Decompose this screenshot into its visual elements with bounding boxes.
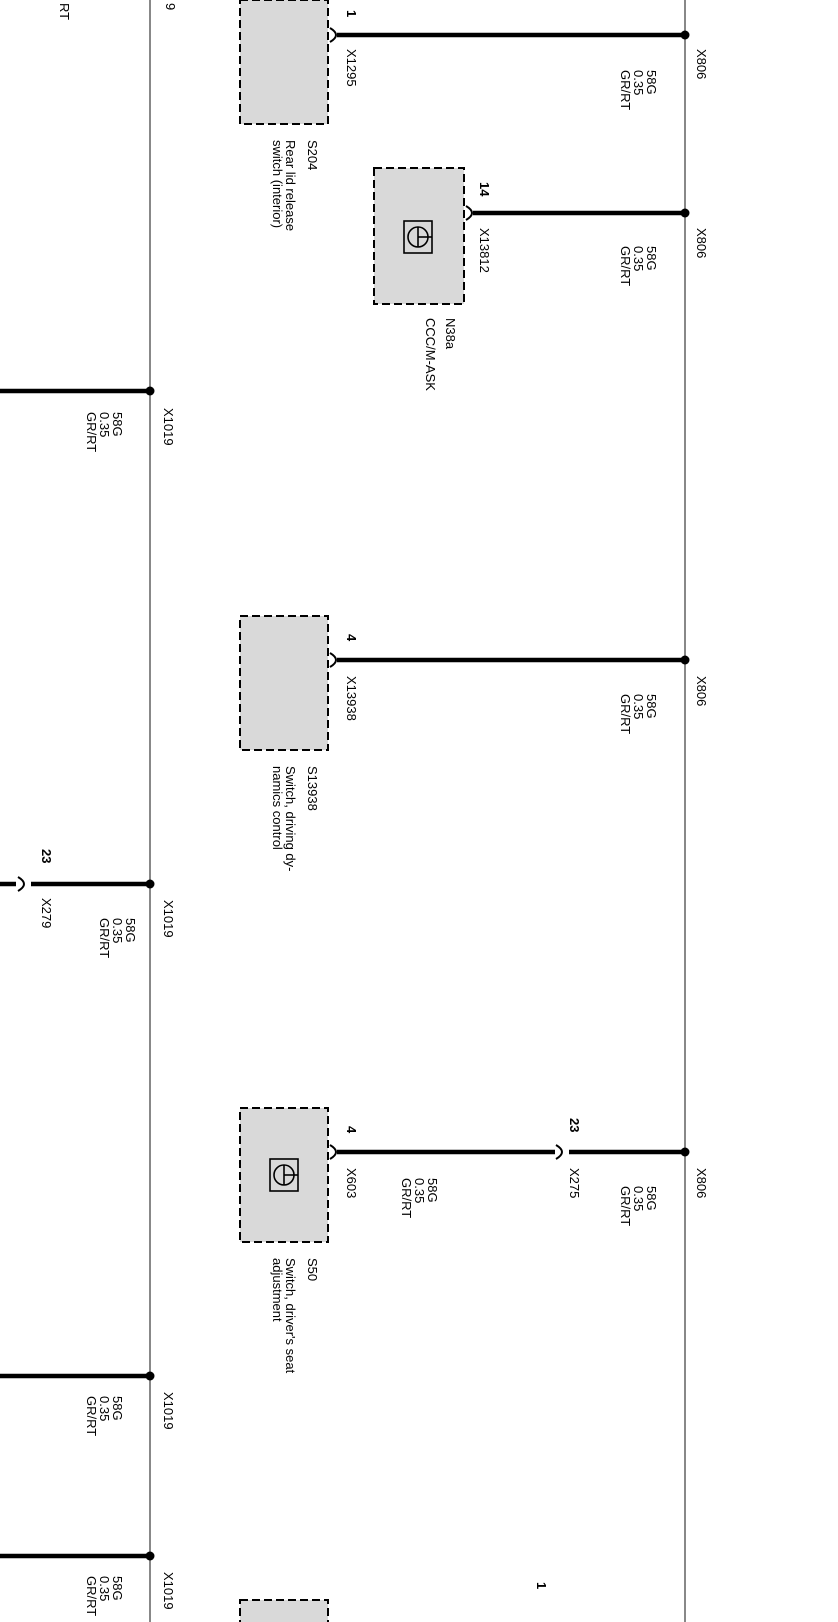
s50-wire-color-b: GR/RT	[618, 1186, 633, 1226]
left-branch-3-size: 0.35	[97, 1396, 112, 1421]
s204-group: 1 X1295 58G 0.35 GR/RT X806 S204 Rear li…	[239, 0, 709, 231]
s204-desc-line2: switch (interior)	[270, 140, 285, 228]
n38a-pin: 14	[477, 182, 492, 197]
left-branch-1-splice-label: X1019	[161, 408, 176, 446]
s50-wire-gauge-a: 58G	[425, 1178, 440, 1203]
n38a-connector-icon	[465, 205, 473, 221]
s50-splice-dot	[680, 1147, 690, 1157]
s204-connector-icon	[329, 27, 337, 43]
s13938-splice-dot	[680, 655, 690, 665]
x275-label: X275	[567, 1168, 582, 1198]
s13938-wire-color: GR/RT	[618, 694, 633, 734]
left-branch-1-size: 0.35	[97, 412, 112, 437]
n38a-wire-color: GR/RT	[618, 246, 633, 286]
s50-wire-size-b: 0.35	[631, 1186, 646, 1211]
s204-desc-line1: Rear lid release	[283, 140, 298, 231]
left-branch-1-gauge: 58G	[110, 412, 125, 437]
left-branch-2: 23 X279 X1019 58G 0.35 GR/RT	[0, 849, 176, 958]
x279-label: X279	[39, 898, 54, 928]
left-branch-2-splice-dot	[145, 879, 155, 889]
left-branch-3-gauge: 58G	[110, 1396, 125, 1421]
left-branch-1: X1019 58G 0.35 GR/RT	[0, 386, 176, 452]
n38a-splice-dot	[680, 208, 690, 218]
n38a-connector-label: X13812	[477, 228, 492, 273]
left-branch-2-color: GR/RT	[97, 918, 112, 958]
s204-wire-size: 0.35	[631, 70, 646, 95]
n38a-wire-size: 0.35	[631, 246, 646, 271]
left-branch-3-color: GR/RT	[84, 1396, 99, 1436]
left-branch-1-splice-dot	[145, 386, 155, 396]
s204-pin: 1	[344, 10, 359, 17]
x275-pin: 23	[567, 1118, 582, 1132]
s204-connector-label: X1295	[344, 49, 359, 87]
left-edge-fragment: RT	[57, 3, 72, 20]
left-branch-2-size: 0.35	[110, 918, 125, 943]
s50-wire-gauge-b: 58G	[644, 1186, 659, 1211]
s50-group: 4 X603 58G 0.35 GR/RT 23 X275 58G 0.35 G…	[239, 1107, 709, 1374]
x279-pin: 23	[39, 849, 54, 863]
s50-ref: S50	[305, 1258, 320, 1281]
s13938-desc-line2: namics control	[270, 766, 285, 850]
left-branch-4-splice-dot	[145, 1551, 155, 1561]
n38a-desc: CCC/M-ASK	[423, 318, 438, 391]
bottom-partial-group: 1	[239, 1582, 549, 1622]
s50-wire-size-a: 0.35	[412, 1178, 427, 1203]
bottom-partial-component-box[interactable]	[239, 1599, 329, 1622]
s50-switch-icon	[269, 1158, 299, 1192]
left-branch-3-splice-label: X1019	[161, 1392, 176, 1430]
s13938-connector-label: X13938	[344, 676, 359, 721]
s50-desc-line2: adjustment	[270, 1258, 285, 1322]
left-branch-4: X1019 58G 0.35 GR/RT	[0, 1551, 176, 1616]
n38a-module-icon	[403, 220, 433, 254]
n38a-group: 14 X13812 58G 0.35 GR/RT X806 N38a CCC/M…	[373, 167, 709, 391]
s13938-splice-label: X806	[694, 676, 709, 706]
s13938-component-box[interactable]	[239, 615, 329, 751]
s13938-group: 4 X13938 58G 0.35 GR/RT X806 S13938 Swit…	[239, 615, 709, 871]
s50-desc-line1: Switch, driver's seat	[283, 1258, 298, 1374]
s204-splice-label: X806	[694, 49, 709, 79]
s50-connector-label: X603	[344, 1168, 359, 1198]
left-branch-3-splice-dot	[145, 1371, 155, 1381]
s204-wire-gauge: 58G	[644, 70, 659, 95]
x275-connector-icon	[555, 1144, 563, 1160]
s204-ref: S204	[305, 140, 320, 170]
x279-connector-icon	[17, 876, 25, 892]
s13938-pin: 4	[344, 634, 359, 642]
left-branch-3: X1019 58G 0.35 GR/RT	[0, 1371, 176, 1436]
s204-component-box[interactable]	[239, 0, 329, 125]
s13938-wire-size: 0.35	[631, 694, 646, 719]
s13938-connector-icon	[329, 652, 337, 668]
s204-wire-color: GR/RT	[618, 70, 633, 110]
s50-connector-icon	[329, 1144, 337, 1160]
s13938-desc-line1: Switch, driving dy-	[283, 766, 298, 871]
bottom-partial-pin: 1	[534, 1582, 549, 1589]
left-edge-pin: 9	[163, 3, 178, 10]
left-branch-1-color: GR/RT	[84, 412, 99, 452]
n38a-component-box[interactable]	[373, 167, 465, 305]
left-branch-4-size: 0.35	[97, 1576, 112, 1601]
left-branch-2-splice-label: X1019	[161, 900, 176, 938]
s50-pin: 4	[344, 1126, 359, 1134]
s13938-wire-gauge: 58G	[644, 694, 659, 719]
left-branch-2-gauge: 58G	[123, 918, 138, 943]
s13938-ref: S13938	[305, 766, 320, 811]
left-branch-4-gauge: 58G	[110, 1576, 125, 1601]
left-branch-4-splice-label: X1019	[161, 1572, 176, 1610]
n38a-splice-label: X806	[694, 228, 709, 258]
s50-splice-label: X806	[694, 1168, 709, 1198]
n38a-ref: N38a	[443, 318, 458, 350]
s50-wire-color-a: GR/RT	[399, 1178, 414, 1218]
s204-splice-dot	[680, 30, 690, 40]
left-branch-4-color: GR/RT	[84, 1576, 99, 1616]
n38a-wire-gauge: 58G	[644, 246, 659, 271]
